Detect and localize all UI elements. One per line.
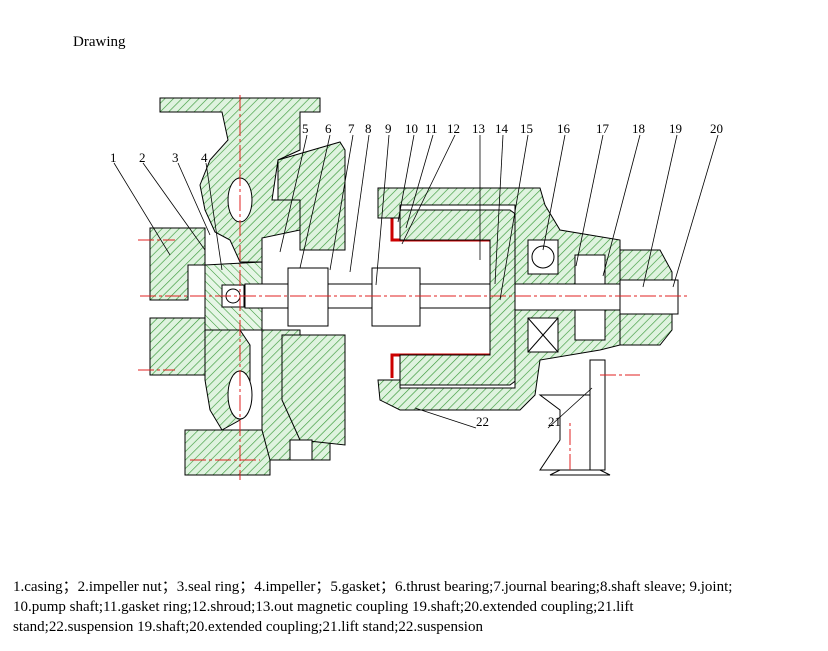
parts-legend: 1.casing；2.impeller nut；3.seal ring；4.im… [13, 577, 821, 637]
centerlines [138, 95, 690, 480]
callout-9: 9 [385, 121, 392, 136]
leader-lines [113, 134, 719, 429]
callout-10: 10 [405, 121, 418, 136]
pump-shaft [244, 267, 516, 327]
pump-cross-section-drawing: 1 2 3 4 5 6 7 8 9 10 11 12 13 14 15 16 1… [110, 95, 723, 480]
callout-1: 1 [110, 150, 117, 165]
callout-18: 18 [632, 121, 645, 136]
drive-shaft [514, 279, 679, 315]
callout-6: 6 [325, 121, 332, 136]
callout-4: 4 [201, 150, 208, 165]
callout-13: 13 [472, 121, 485, 136]
callout-5: 5 [302, 121, 309, 136]
legend-line-2: 10.pump shaft;11.gasket ring;12.shroud;1… [13, 599, 634, 615]
legend-line-3: stand;22.suspension 19.shaft;20.extended… [13, 619, 483, 635]
callout-11: 11 [425, 121, 438, 136]
callout-16: 16 [557, 121, 571, 136]
bracket [277, 141, 346, 461]
callout-21: 21 [548, 414, 561, 429]
extended-coupling [619, 249, 673, 346]
callout-8: 8 [365, 121, 372, 136]
callout-14: 14 [495, 121, 509, 136]
callout-20: 20 [710, 121, 723, 136]
legend-line-1: 1.casing；2.impeller nut；3.seal ring；4.im… [13, 579, 733, 595]
callout-22: 22 [476, 414, 489, 429]
callout-17: 17 [596, 121, 610, 136]
impeller [204, 261, 263, 331]
callout-12: 12 [447, 121, 460, 136]
callout-3: 3 [172, 150, 179, 165]
bearing-frame [377, 187, 621, 411]
callout-15: 15 [520, 121, 533, 136]
callout-19: 19 [669, 121, 682, 136]
callout-2: 2 [139, 150, 146, 165]
callout-7: 7 [348, 121, 355, 136]
drawing-title: Drawing [73, 34, 126, 50]
